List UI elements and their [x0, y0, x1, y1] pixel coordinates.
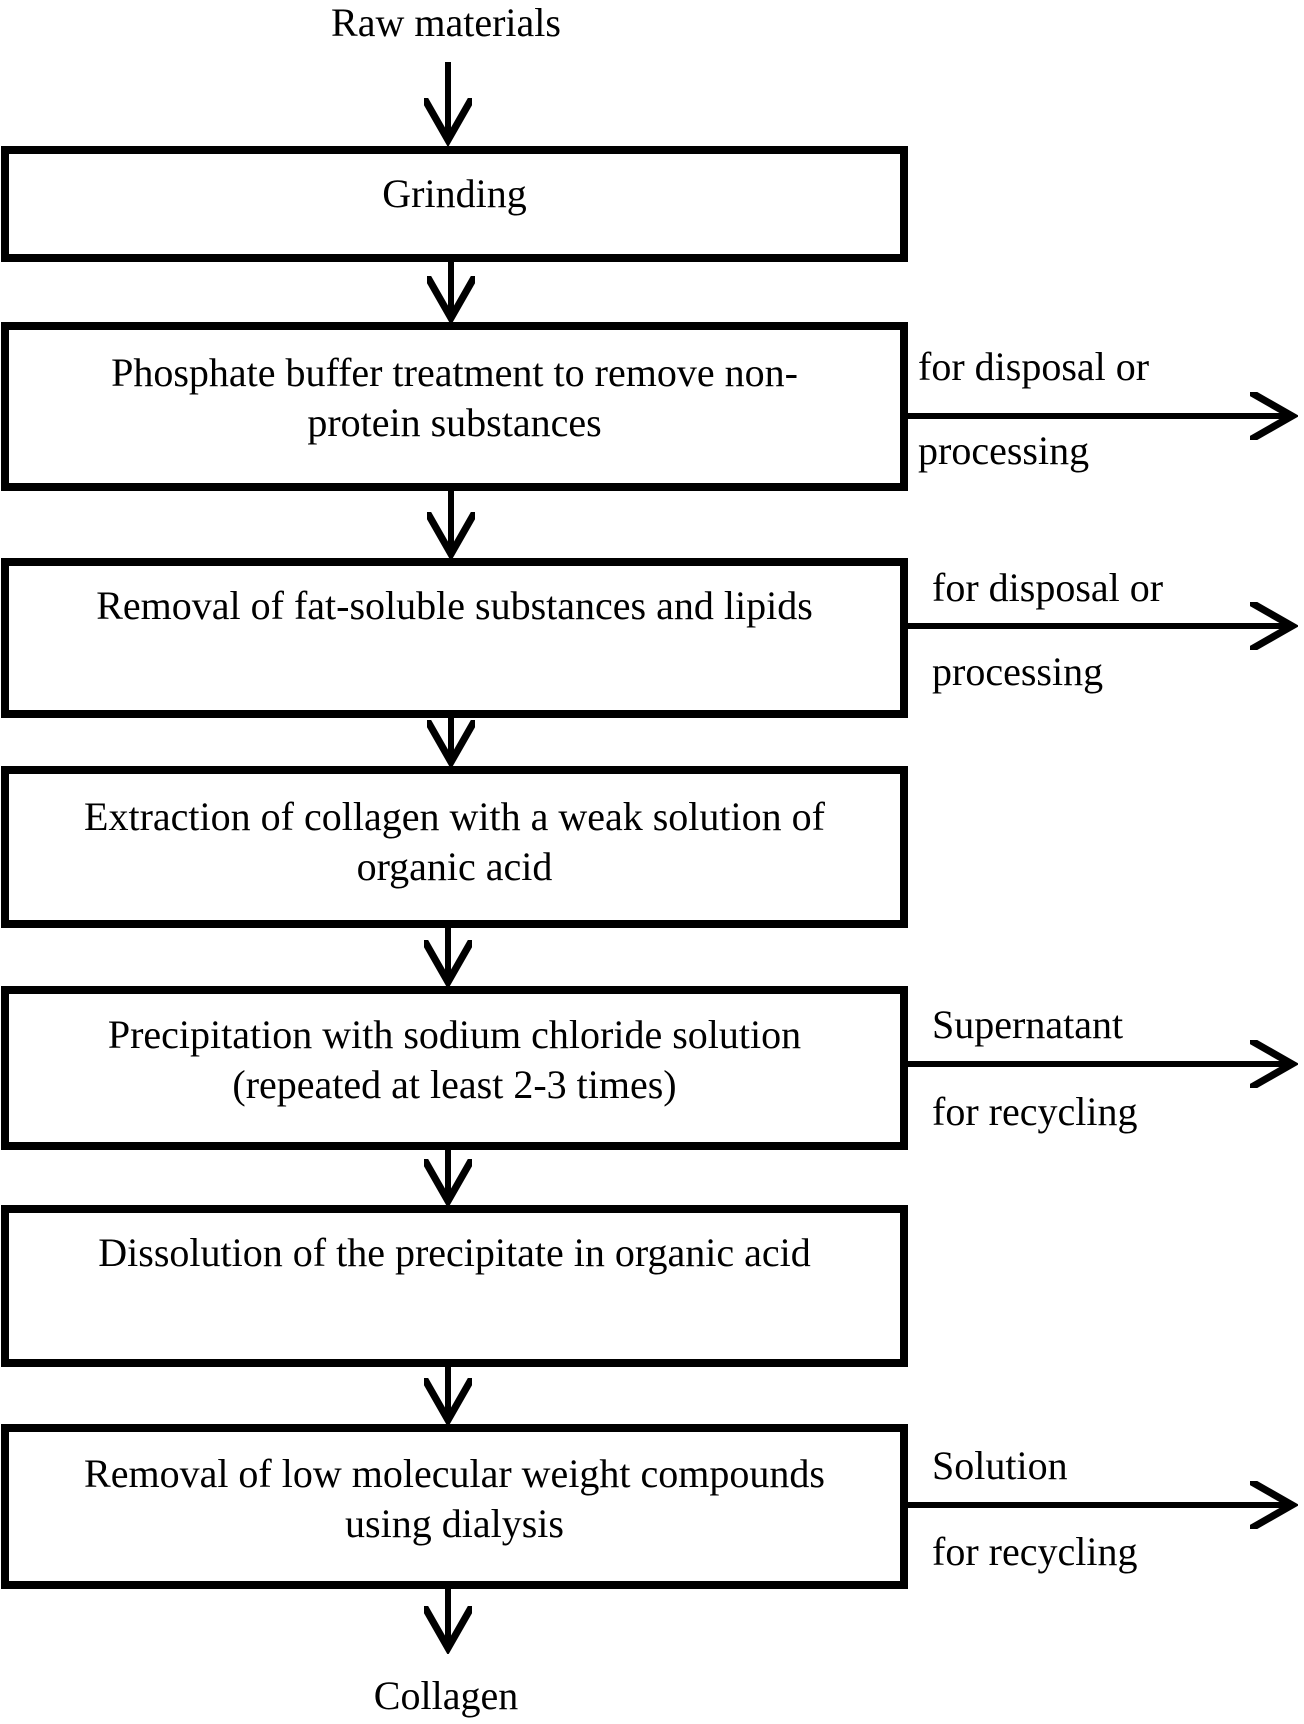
step-label-fat-removal: Removal of fat-soluble substances and li…	[9, 581, 900, 631]
step-label-line: Grinding	[382, 171, 527, 216]
step-box-grinding	[1, 146, 908, 262]
step-label-line: Dissolution of the precipitate in organi…	[98, 1230, 811, 1275]
output-label-below: for recycling	[932, 1529, 1138, 1574]
step-label-line: organic acid	[356, 844, 553, 889]
output-label-below: processing	[918, 428, 1090, 473]
output-label-below: processing	[932, 649, 1104, 694]
start-label: Raw materials	[331, 0, 561, 45]
end-label: Collagen	[373, 1673, 519, 1718]
step-label-extraction: Extraction of collagen with a weak solut…	[9, 792, 900, 892]
step-box-precipitation	[1, 986, 908, 1150]
step-label-line: (repeated at least 2-3 times)	[232, 1062, 677, 1107]
output-label-below: for recycling	[932, 1089, 1138, 1134]
step-label-dialysis: Removal of low molecular weight compound…	[9, 1449, 900, 1549]
step-box-phosphate-buffer	[1, 322, 908, 491]
step-label-line: Precipitation with sodium chloride solut…	[107, 1012, 802, 1057]
step-label-phosphate-buffer: Phosphate buffer treatment to remove non…	[9, 348, 900, 448]
step-label-line: Extraction of collagen with a weak solut…	[84, 794, 825, 839]
step-label-line: protein substances	[307, 400, 602, 445]
step-box-dissolution	[1, 1205, 908, 1367]
step-box-fat-removal	[1, 558, 908, 718]
output-label-above: Supernatant	[932, 1002, 1124, 1047]
output-label-above: for disposal or	[918, 344, 1150, 389]
step-label-line: Phosphate buffer treatment to remove non…	[111, 350, 798, 395]
step-box-extraction	[1, 766, 908, 928]
step-label-grinding: Grinding	[9, 169, 900, 219]
step-label-precipitation: Precipitation with sodium chloride solut…	[9, 1010, 900, 1110]
step-label-dissolution: Dissolution of the precipitate in organi…	[9, 1228, 900, 1278]
step-label-line: using dialysis	[345, 1501, 564, 1546]
step-box-dialysis	[1, 1424, 908, 1589]
step-label-line: Removal of fat-soluble substances and li…	[96, 583, 813, 628]
output-label-above: Solution	[932, 1443, 1068, 1488]
output-label-above: for disposal or	[932, 565, 1164, 610]
step-label-line: Removal of low molecular weight compound…	[84, 1451, 825, 1496]
